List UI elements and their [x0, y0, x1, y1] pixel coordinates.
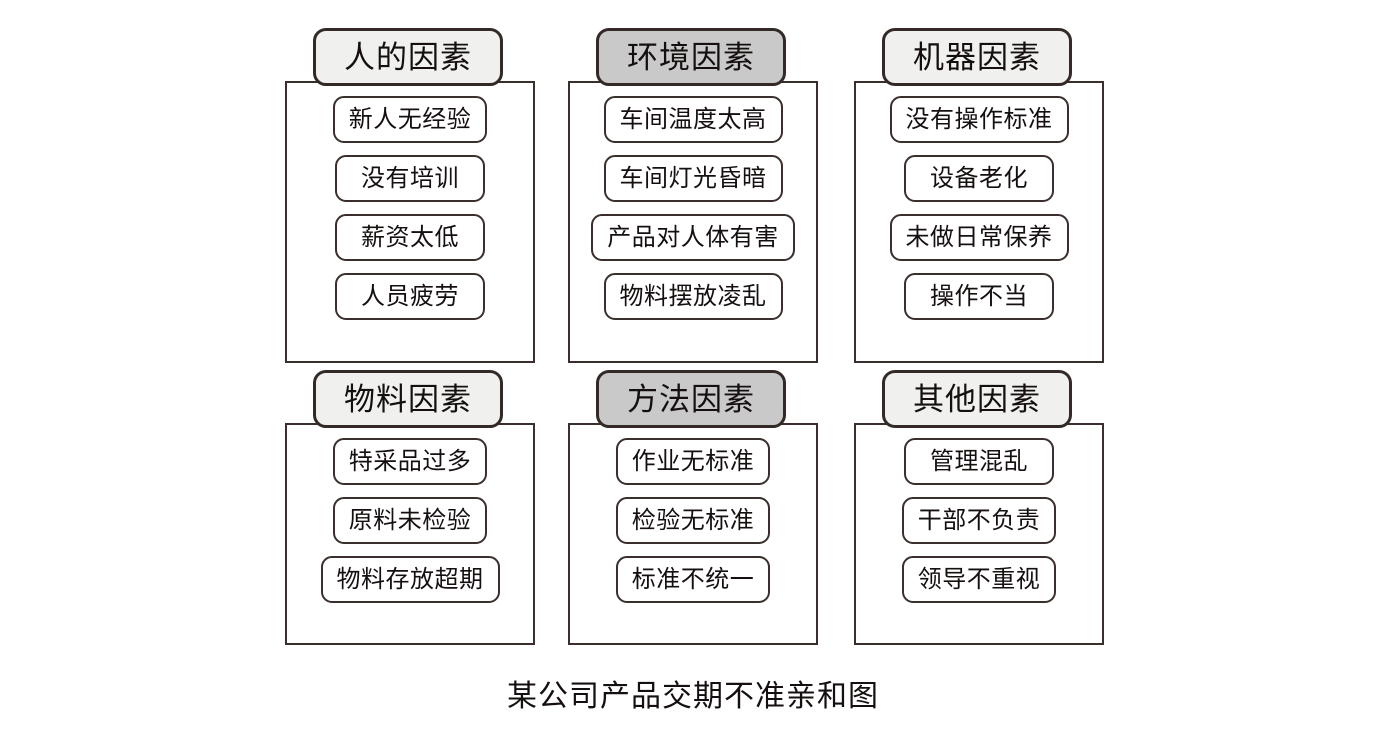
list-item[interactable]: 没有培训 — [335, 155, 485, 202]
group-item-list: 管理混乱 干部不负责 领导不重视 — [854, 438, 1104, 603]
list-item[interactable]: 检验无标准 — [615, 497, 771, 544]
item-label: 干部不负责 — [917, 506, 1041, 534]
item-label: 薪资太低 — [361, 223, 459, 251]
item-label: 物料摆放凌乱 — [619, 282, 767, 310]
list-item[interactable]: 作业无标准 — [615, 438, 771, 485]
list-item[interactable]: 特采品过多 — [332, 438, 488, 485]
group-header[interactable]: 环境因素 — [596, 28, 786, 86]
list-item[interactable]: 物料摆放凌乱 — [603, 273, 783, 320]
item-label: 领导不重视 — [917, 565, 1041, 593]
list-item[interactable]: 未做日常保养 — [889, 214, 1069, 261]
list-item[interactable]: 管理混乱 — [904, 438, 1054, 485]
group-header-label: 物料因素 — [344, 381, 472, 417]
group-header-label: 机器因素 — [913, 39, 1041, 75]
group-header[interactable]: 其他因素 — [882, 370, 1072, 428]
item-label: 设备老化 — [930, 164, 1028, 192]
item-label: 没有操作标准 — [905, 105, 1053, 133]
list-item[interactable]: 车间温度太高 — [603, 96, 783, 143]
item-label: 物料存放超期 — [336, 565, 484, 593]
item-label: 作业无标准 — [631, 447, 755, 475]
item-label: 检验无标准 — [631, 506, 755, 534]
affinity-group-grid: 人的因素 新人无经验 没有培训 薪资太低 人员疲劳 环境因素 车间温度太高 车间… — [285, 28, 1104, 650]
group-item-list: 车间温度太高 车间灯光昏暗 产品对人体有害 物料摆放凌乱 — [568, 96, 818, 320]
group-header-label: 其他因素 — [913, 381, 1041, 417]
item-label: 没有培训 — [361, 164, 459, 192]
group-header-label: 人的因素 — [344, 39, 472, 75]
item-label: 新人无经验 — [348, 105, 472, 133]
group-header[interactable]: 人的因素 — [313, 28, 503, 86]
list-item[interactable]: 没有操作标准 — [889, 96, 1069, 143]
item-label: 产品对人体有害 — [607, 223, 779, 251]
group-item-list: 没有操作标准 设备老化 未做日常保养 操作不当 — [854, 96, 1104, 320]
list-item[interactable]: 薪资太低 — [335, 214, 485, 261]
item-label: 原料未检验 — [348, 506, 472, 534]
item-label: 管理混乱 — [930, 447, 1028, 475]
group-header[interactable]: 机器因素 — [882, 28, 1072, 86]
item-label: 特采品过多 — [348, 447, 472, 475]
item-label: 车间温度太高 — [619, 105, 767, 133]
list-item[interactable]: 干部不负责 — [901, 497, 1057, 544]
list-item[interactable]: 设备老化 — [904, 155, 1054, 202]
list-item[interactable]: 领导不重视 — [901, 556, 1057, 603]
group-item-list: 特采品过多 原料未检验 物料存放超期 — [285, 438, 535, 603]
list-item[interactable]: 标准不统一 — [615, 556, 771, 603]
item-label: 标准不统一 — [631, 565, 755, 593]
group-header-label: 环境因素 — [627, 39, 755, 75]
group-header-label: 方法因素 — [627, 381, 755, 417]
list-item[interactable]: 操作不当 — [904, 273, 1054, 320]
diagram-caption: 某公司产品交期不准亲和图 — [507, 680, 879, 713]
item-label: 人员疲劳 — [361, 282, 459, 310]
group-header[interactable]: 物料因素 — [313, 370, 503, 428]
item-label: 未做日常保养 — [905, 223, 1053, 251]
item-label: 车间灯光昏暗 — [619, 164, 767, 192]
list-item[interactable]: 原料未检验 — [332, 497, 488, 544]
list-item[interactable]: 新人无经验 — [332, 96, 488, 143]
group-header[interactable]: 方法因素 — [596, 370, 786, 428]
list-item[interactable]: 车间灯光昏暗 — [603, 155, 783, 202]
group-item-list: 作业无标准 检验无标准 标准不统一 — [568, 438, 818, 603]
group-item-list: 新人无经验 没有培训 薪资太低 人员疲劳 — [285, 96, 535, 320]
list-item[interactable]: 人员疲劳 — [335, 273, 485, 320]
list-item[interactable]: 产品对人体有害 — [591, 214, 795, 261]
list-item[interactable]: 物料存放超期 — [320, 556, 500, 603]
item-label: 操作不当 — [930, 282, 1028, 310]
